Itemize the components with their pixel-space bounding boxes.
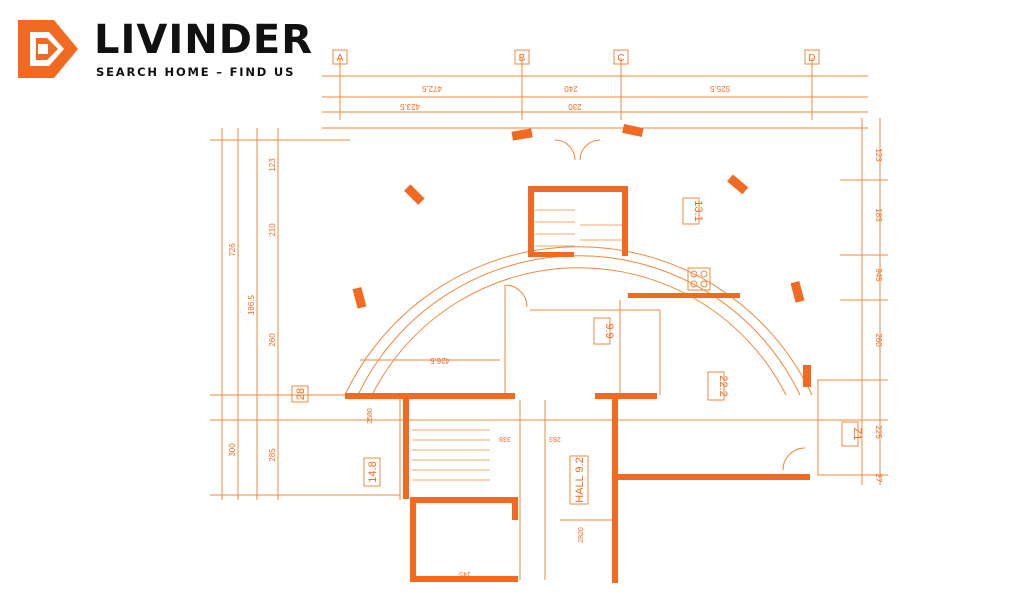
dim-left-3: 186.5 xyxy=(247,294,256,315)
dim-left-4: 123 xyxy=(268,158,277,172)
dim-top-4: 423.5 xyxy=(399,102,420,111)
grid-label-b: B xyxy=(519,53,526,64)
dim-inner-4: 283 xyxy=(549,435,561,442)
room-label-hall: HALL 9.2 xyxy=(574,457,586,502)
dim-inner-3: 338 xyxy=(499,435,511,442)
room-label-small: Z1 xyxy=(851,428,863,441)
room-label-north: 28 xyxy=(295,388,307,400)
brand-tagline: SEARCH HOME – FIND US xyxy=(96,65,296,79)
dim-right-5: 225 xyxy=(874,425,883,439)
dim-right-3: 945 xyxy=(874,268,883,282)
room-label-corridor: 9.9 xyxy=(603,323,615,338)
livinder-logo-icon xyxy=(18,20,78,78)
room-label-stairs: 14.8 xyxy=(367,461,379,482)
grid-label-a: A xyxy=(337,53,344,64)
room-label-living: 22.2 xyxy=(717,375,729,396)
dim-top-1: 472.5 xyxy=(421,84,442,93)
grid-label-c: C xyxy=(617,53,624,64)
dim-right-2: 183 xyxy=(874,208,883,222)
dim-left-7: 285 xyxy=(268,448,277,462)
grid-label-d: D xyxy=(808,53,815,64)
dim-top-5: 230 xyxy=(568,102,582,111)
dim-left-1: 726 xyxy=(228,243,237,257)
dim-right-4: 260 xyxy=(874,333,883,347)
dim-right-6: 27 xyxy=(874,474,883,483)
dim-inner-1: 426.5 xyxy=(429,356,450,365)
dim-inner-2: 2580 xyxy=(367,408,374,424)
room-label-kitchen: 13.1 xyxy=(692,200,704,221)
brand-logo[interactable]: LIVINDER SEARCH HOME – FIND US xyxy=(18,20,313,79)
dim-left-5: 210 xyxy=(268,223,277,237)
dim-top-3: 525.5 xyxy=(709,84,730,93)
dim-inner-5: 2820 xyxy=(578,527,585,543)
dim-inner-6: 145 xyxy=(459,570,471,577)
dim-top-2: 240 xyxy=(564,84,578,93)
dim-left-6: 260 xyxy=(268,333,277,347)
dim-left-2: 300 xyxy=(228,443,237,457)
brand-name: LIVINDER xyxy=(94,17,314,63)
dim-right-1: 123 xyxy=(874,148,883,162)
